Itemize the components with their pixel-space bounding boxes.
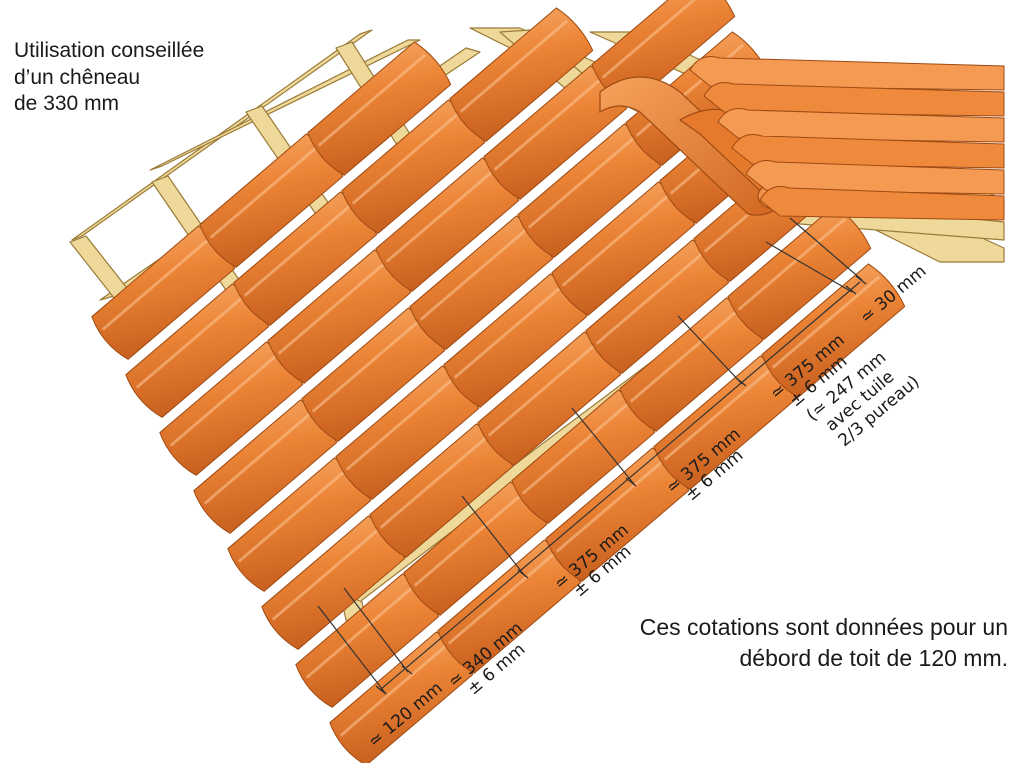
- tile-r0-c2: [307, 41, 452, 176]
- tick-2: [517, 569, 529, 579]
- gutter-note-line-3: de 330 mm: [14, 92, 120, 116]
- right-tile-row-1: [703, 82, 1005, 117]
- gutter-note-line-2: d’un chêneau: [14, 65, 141, 89]
- ext-line-2: [461, 495, 526, 577]
- dimensions-note-line-1: Ces cotations sont données pour un: [639, 614, 1008, 640]
- gutter-note-line-1: Utilisation conseillée: [14, 39, 205, 62]
- right-tile-row-3: [731, 134, 1005, 169]
- dimensions-note-line-2: débord de toit de 120 mm.: [739, 645, 1009, 672]
- ext-line-5: [765, 241, 853, 293]
- tick-4: [735, 377, 747, 387]
- dimension-lines: [317, 217, 867, 695]
- ext-line-3: [571, 407, 635, 485]
- roof-tiles: [91, 0, 906, 766]
- tick-1: [401, 665, 413, 675]
- ridge-tile-1: [599, 76, 791, 216]
- tile-r7-c4: [761, 263, 906, 398]
- right-tile-row-5: [759, 186, 1005, 221]
- right-tile-row-2: [717, 108, 1005, 143]
- ext-line-4: [677, 315, 743, 385]
- tick-6: [855, 275, 867, 285]
- tick-0: [375, 685, 387, 695]
- right-tile-row-4: [745, 160, 1005, 195]
- gutter-note: Utilisation conseillée d’un chêneau de 3…: [14, 38, 204, 118]
- ext-line-6: [789, 217, 863, 281]
- ext-line-eaves: [317, 605, 387, 695]
- tick-5: [845, 285, 857, 295]
- tick-3: [625, 477, 637, 487]
- right-roof-tiles: [689, 56, 1005, 221]
- tile-r1-c3: [449, 7, 594, 142]
- measure-axis: [379, 281, 861, 691]
- right-tile-row-0: [689, 56, 1005, 91]
- dimensions-note: Ces cotations sont données pour un débor…: [640, 612, 1008, 674]
- ext-line-1: [343, 587, 409, 673]
